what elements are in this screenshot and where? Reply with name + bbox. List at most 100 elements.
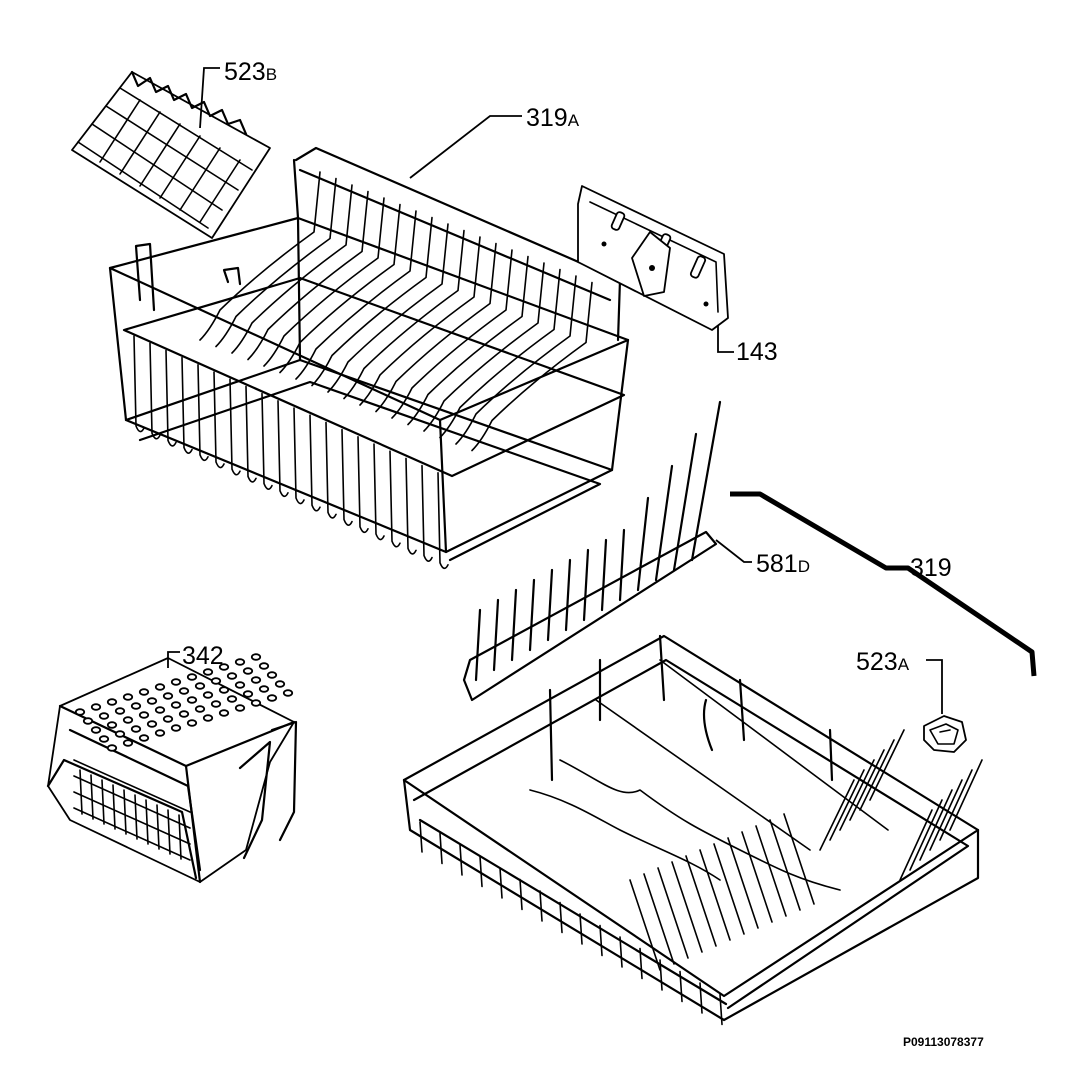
cutlery-hole — [210, 677, 222, 685]
wire-stroke — [421, 464, 433, 562]
cutlery-hole — [98, 735, 110, 743]
wire-stroke — [293, 407, 305, 505]
wire-stroke — [263, 197, 385, 367]
cutlery-hole — [98, 712, 110, 720]
wire-stroke — [279, 203, 401, 374]
wire-stroke — [582, 548, 590, 622]
wire-stroke — [755, 825, 787, 917]
cutlery-hole — [178, 687, 190, 695]
cutlery-hole — [250, 676, 262, 684]
cutlery-hole — [114, 707, 126, 715]
wire-stroke — [455, 275, 577, 445]
cutlery-hole — [266, 694, 278, 702]
wire-stroke — [713, 843, 745, 935]
cutlery-hole — [194, 682, 206, 690]
wire-stroke — [929, 779, 963, 851]
wire-stroke — [261, 392, 273, 490]
cutlery-hole — [130, 725, 142, 733]
cutlery-hole — [234, 658, 246, 666]
wire-stroke — [559, 901, 563, 934]
wire-stroke — [277, 400, 289, 498]
wire-stroke — [741, 831, 773, 923]
cutlery-hole — [114, 730, 126, 738]
cutlery-hole — [162, 715, 174, 723]
wire-stroke — [459, 844, 463, 876]
cutlery-hole — [242, 690, 254, 698]
cutlery-hole — [274, 680, 286, 688]
cutlery-hole — [162, 692, 174, 700]
svg-text:319: 319 — [910, 554, 952, 582]
wire-stroke — [654, 464, 674, 582]
cutlery-hole — [186, 696, 198, 704]
cutlery-hole — [138, 734, 150, 742]
wire-stroke — [101, 779, 105, 825]
wire-stroke — [600, 538, 608, 612]
wire-stroke — [197, 364, 209, 462]
wire-stroke — [343, 229, 465, 400]
cutlery-hole — [202, 691, 214, 699]
cutlery-hole — [90, 703, 102, 711]
part-143-rail-bracket — [577, 185, 729, 331]
wire-stroke — [618, 528, 626, 602]
wire-stroke — [73, 807, 191, 861]
cutlery-hole — [178, 710, 190, 718]
wire-stroke — [165, 349, 177, 447]
cutlery-hole — [258, 685, 270, 693]
wire-stroke — [510, 588, 518, 662]
cutlery-hole — [122, 716, 134, 724]
cutlery-hole — [250, 699, 262, 707]
svg-text:319A: 319A — [526, 104, 580, 132]
cutlery-hole — [106, 698, 118, 706]
wire-stroke — [679, 970, 683, 1003]
cutlery-hole — [210, 700, 222, 708]
wire-stroke — [79, 769, 83, 815]
wire-stroke — [599, 924, 603, 957]
svg-text:143: 143 — [736, 338, 778, 366]
cutlery-hole — [258, 662, 270, 670]
label-581d: 581D — [715, 539, 810, 578]
wire-stroke — [112, 784, 116, 830]
wire-stroke — [405, 457, 417, 555]
cutlery-hole — [146, 720, 158, 728]
cutlery-hole — [226, 695, 238, 703]
wire-stroke — [939, 769, 973, 841]
wire-stroke — [149, 342, 161, 440]
cutlery-hole — [154, 706, 166, 714]
wire-stroke — [419, 821, 423, 853]
part-342-cutlery-basket — [46, 653, 298, 884]
part-319a-upper-basket — [108, 146, 630, 570]
wire-stroke — [327, 223, 449, 393]
wire-stroke — [437, 472, 449, 570]
wire-stroke — [839, 759, 875, 831]
wire-stroke — [859, 739, 895, 811]
cutlery-hole — [154, 729, 166, 737]
wire-stroke — [899, 809, 933, 881]
wire-stroke — [389, 450, 401, 548]
cutlery-hole — [218, 663, 230, 671]
svg-text:523A: 523A — [856, 648, 910, 676]
wire-stroke — [629, 879, 661, 971]
cutlery-hole — [106, 744, 118, 752]
wire-stroke — [949, 759, 983, 831]
wire-stroke — [479, 855, 483, 888]
wire-stroke — [247, 190, 369, 361]
wire-stroke — [123, 789, 127, 835]
cutlery-hole — [234, 681, 246, 689]
wire-stroke — [231, 184, 353, 354]
wire-stroke — [672, 432, 698, 572]
wire-stroke — [492, 598, 500, 672]
wire-stroke — [325, 421, 337, 519]
wire-stroke — [73, 791, 191, 845]
cutlery-hole — [250, 653, 262, 661]
cutlery-hole — [242, 667, 254, 675]
wire-stroke — [819, 779, 855, 851]
wire-stroke — [619, 936, 623, 968]
wire-stroke — [309, 414, 321, 512]
lower-basket-rail-319 — [730, 491, 1037, 677]
cutlery-hole — [202, 714, 214, 722]
cutlery-hole — [186, 673, 198, 681]
wire-stroke — [528, 578, 536, 652]
cutlery-hole — [170, 678, 182, 686]
svg-text:523B: 523B — [224, 58, 277, 86]
cutlery-hole — [146, 697, 158, 705]
